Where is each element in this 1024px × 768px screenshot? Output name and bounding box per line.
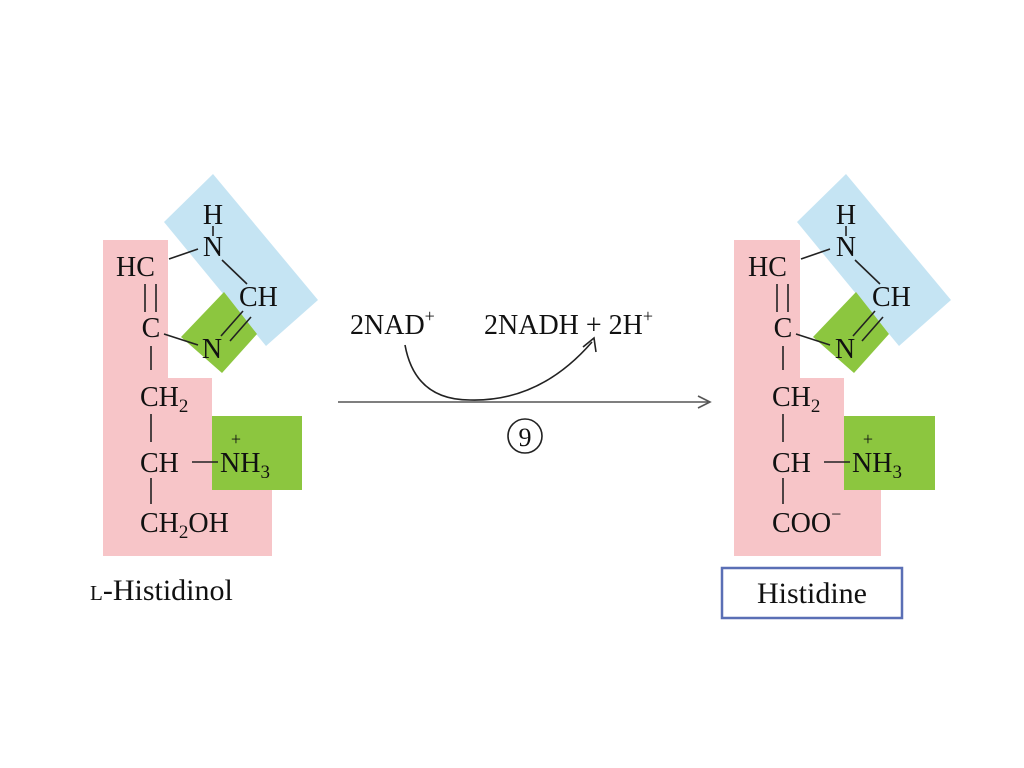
atom-hc: HC — [116, 252, 155, 283]
bond — [852, 310, 876, 337]
imidazole-highlight — [164, 174, 318, 346]
atom-ch2oh: CH2OH — [140, 508, 229, 543]
product-structure: H N HC CH C N CH2 CH + NH3 COO− — [734, 174, 951, 556]
bond — [800, 248, 831, 260]
charge-plus: + — [231, 429, 241, 449]
atom-alpha-ch: CH — [140, 448, 179, 479]
reactant-structure: H N HC CH C N CH2 CH + NH3 CH2OH — [103, 174, 318, 556]
atom-h: H — [203, 200, 223, 231]
atom-hc: HC — [748, 252, 787, 283]
atom-h: H — [836, 200, 856, 231]
cofactor-in: 2NAD+ — [350, 306, 435, 341]
bond — [221, 259, 248, 285]
imidazole-highlight — [797, 174, 951, 346]
amino-highlight — [844, 416, 935, 490]
atom-n-ring: N — [835, 334, 855, 365]
atom-ch: CH — [872, 282, 911, 313]
atom-n-ring: N — [202, 334, 222, 365]
bond — [220, 310, 244, 337]
atom-c: C — [142, 313, 161, 344]
atom-c: C — [774, 313, 793, 344]
arrow-head — [697, 395, 712, 409]
atom-nh3: NH3 — [220, 448, 270, 483]
cofactor-out: 2NADH + 2H+ — [484, 306, 653, 341]
atom-ch: CH — [239, 282, 278, 313]
product-name-box — [720, 566, 904, 620]
atom-alpha-ch: CH — [772, 448, 811, 479]
cofactor-curve — [404, 341, 593, 401]
atom-ch2: CH2 — [772, 382, 820, 417]
bond — [229, 316, 252, 342]
backbone-highlight — [103, 240, 272, 556]
ring-nitrogen-highlight — [181, 292, 257, 373]
atom-n: N — [203, 232, 223, 263]
bond — [795, 333, 831, 346]
amino-highlight — [212, 416, 302, 490]
cofactor-arrow-head — [582, 336, 597, 353]
bond — [168, 248, 199, 260]
bond — [861, 316, 884, 342]
reactant-name: L-Histidinol — [90, 574, 233, 607]
ring-nitrogen-highlight — [813, 292, 889, 373]
reaction-arrow: 2NAD+ 2NADH + 2H+ 9 — [338, 306, 712, 454]
charge-plus: + — [863, 429, 873, 449]
step-number: 9 — [519, 423, 532, 452]
bond — [854, 259, 881, 285]
atom-coo: COO− — [772, 504, 841, 539]
bond — [163, 333, 199, 346]
backbone-highlight — [734, 240, 881, 556]
step-circle — [507, 418, 543, 454]
product-name: Histidine — [757, 577, 867, 610]
atom-nh3: NH3 — [852, 448, 902, 483]
atom-n: N — [836, 232, 856, 263]
atom-ch2: CH2 — [140, 382, 188, 417]
